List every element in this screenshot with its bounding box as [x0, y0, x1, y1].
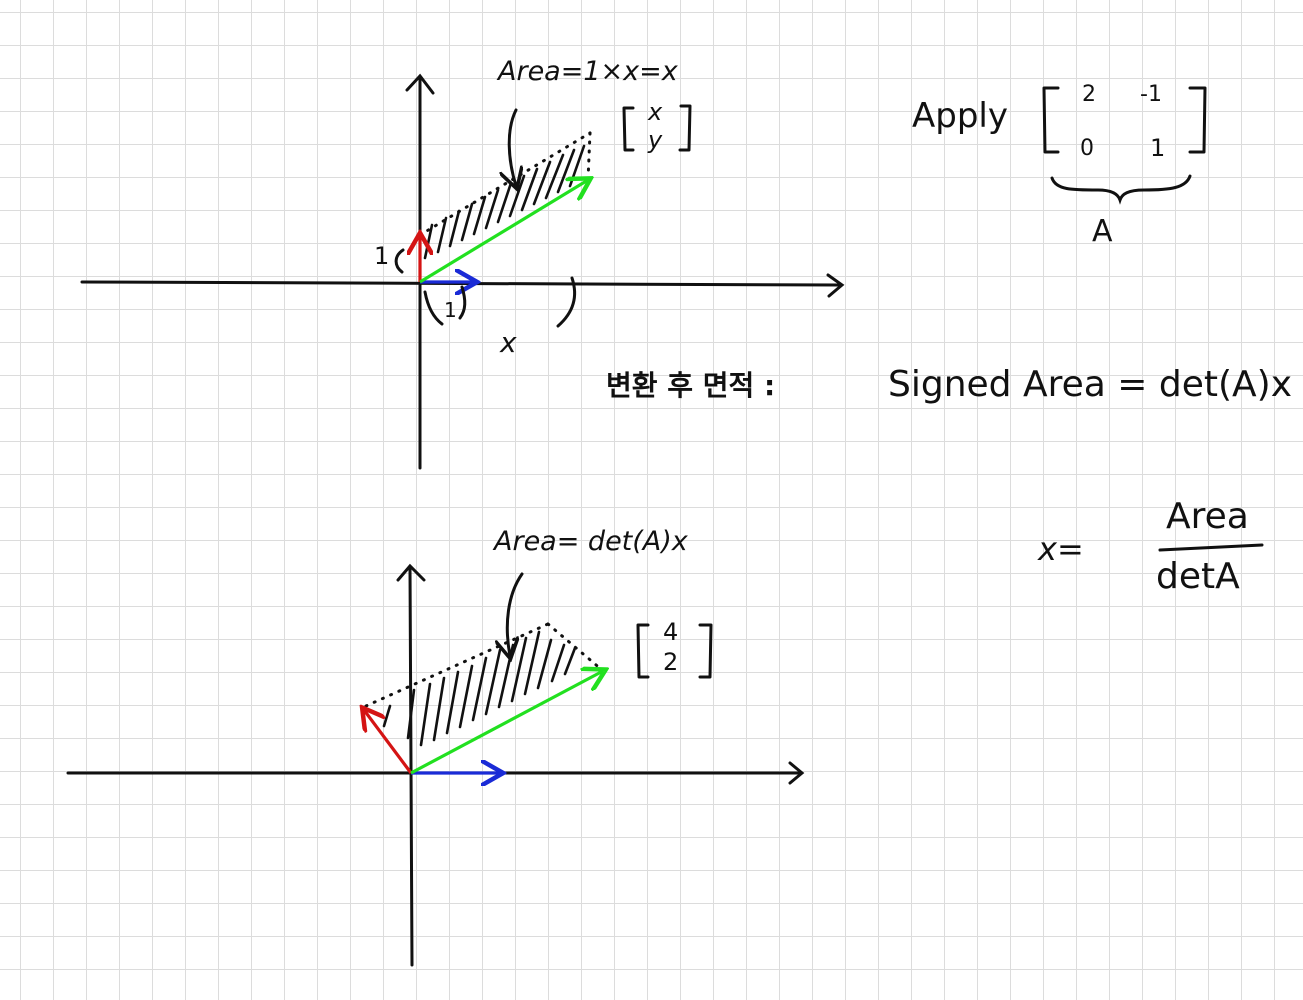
bottom-transformed-j-vector [364, 710, 413, 774]
top-area-pointer [509, 108, 516, 186]
solve-denominator: detA [1156, 556, 1240, 597]
matrix-underbrace [1050, 174, 1192, 205]
korean-note: 변환 후 면적 : [606, 369, 776, 402]
matrix-right-bracket [1188, 86, 1207, 154]
bottom-area-pointer [507, 572, 524, 656]
top-base-brace [423, 290, 444, 326]
bottom-area-label: Area= det(A)x [494, 526, 688, 557]
apply-label: Apply [912, 96, 1008, 136]
solve-lhs: x= [1038, 530, 1084, 568]
top-vector-right-bracket [678, 104, 692, 152]
top-area-label: Area=1×x=x [498, 56, 678, 87]
top-vector-y-entry: y [648, 126, 663, 154]
matrix-entry-d: 1 [1150, 134, 1166, 162]
top-height-label: 1 [374, 242, 390, 270]
bottom-parallelogram-right-edge [546, 622, 604, 672]
top-width-label: x [500, 326, 517, 359]
top-vector-x-entry: x [648, 98, 663, 126]
top-base-label: 1 [444, 298, 457, 322]
bottom-panel [66, 563, 805, 967]
bottom-vector-top-entry: 4 [663, 618, 679, 646]
bottom-vector-right-bracket [698, 623, 713, 679]
bottom-vector-bottom-entry: 2 [663, 648, 679, 676]
matrix-left-bracket [1042, 86, 1060, 154]
matrix-entry-a: 2 [1082, 82, 1096, 107]
top-hatching [423, 144, 586, 260]
bottom-hatching [382, 630, 577, 747]
top-width-brace [556, 276, 577, 328]
bottom-parallelogram-top-edge [364, 622, 550, 708]
top-panel [80, 73, 845, 470]
top-height-brace [394, 248, 405, 274]
bottom-vector-left-bracket [636, 623, 650, 679]
matrix-name-label: A [1092, 214, 1113, 249]
matrix-a [1042, 86, 1207, 205]
fraction-bar [1158, 543, 1264, 552]
bottom-y-axis [408, 566, 414, 967]
matrix-entry-c: 0 [1080, 136, 1094, 161]
bottom-vector-42 [410, 671, 603, 775]
top-vector-xy [419, 180, 588, 284]
solve-numerator: Area [1166, 496, 1249, 537]
matrix-entry-b: -1 [1140, 82, 1162, 107]
top-parallelogram-right-edge [586, 131, 592, 182]
top-vector-left-bracket [622, 106, 635, 152]
signed-area-formula: Signed Area = det(A)x [888, 364, 1292, 405]
